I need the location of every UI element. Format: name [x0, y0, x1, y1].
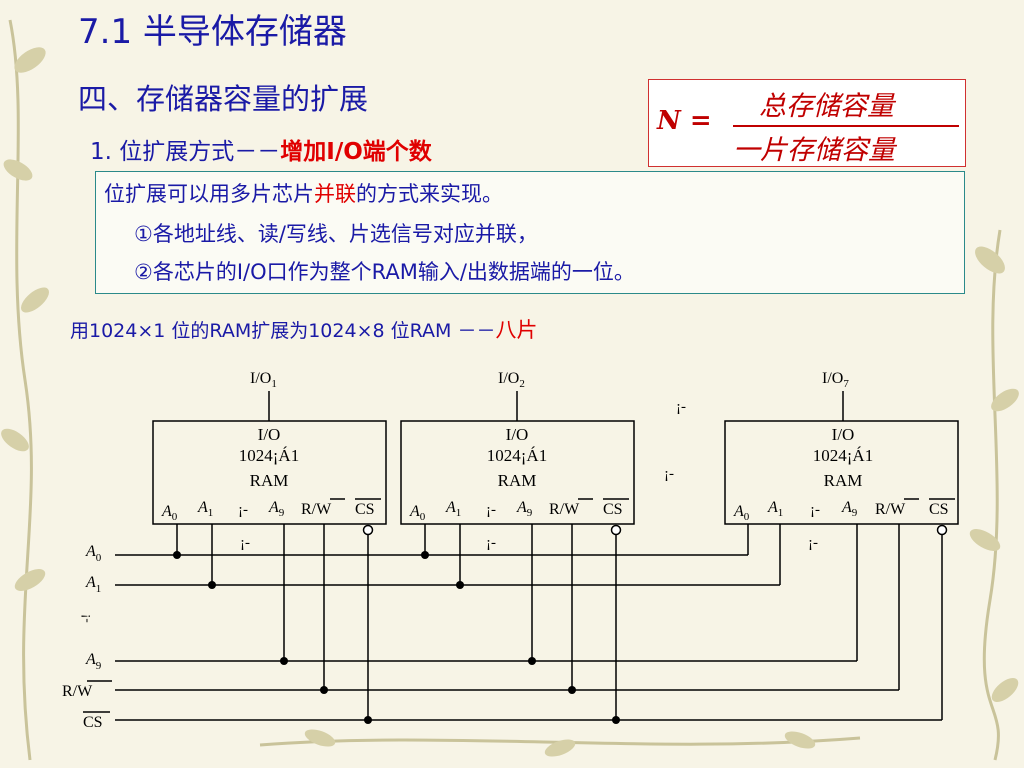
gap-dots-bus-2: ¡-: [486, 535, 496, 551]
chip-2-pin-rw: R/W: [549, 501, 580, 518]
chip-8-pin-a9: A9: [841, 499, 858, 519]
chip-1-pin-cs: CS: [355, 501, 375, 518]
example-text: 用1024×1 位的RAM扩展为1024×8 位RAM: [70, 320, 458, 342]
chip-2-pin-dots: ¡-: [486, 502, 496, 518]
chip-8-pin-a0: A0: [733, 503, 750, 523]
example-highlight: 八片: [495, 318, 538, 342]
formula-numerator: 总存储容量: [759, 91, 894, 122]
explanation-text: 位扩展可以用多片芯片: [104, 182, 314, 206]
gap-dots-chip: ¡-: [664, 466, 674, 482]
chip-8-pin-rw: R/W: [875, 501, 906, 518]
method-prefix: 1. 位扩展方式－－: [90, 139, 281, 165]
chip-1-pin-a9: A9: [268, 499, 285, 519]
chip-1-pin-a1: A1: [197, 499, 213, 519]
bus-label-rw: R/W: [62, 683, 93, 700]
gap-dots-bus-3: ¡-: [808, 535, 818, 551]
chip-2-pin-a1: A1: [445, 499, 461, 519]
chip-8-pin-cs: CS: [929, 501, 949, 518]
chip-8-size: 1024¡Á1: [813, 446, 873, 465]
chip-1-io: I/O: [258, 425, 281, 444]
chip-8-pin-dots: ¡-: [810, 502, 820, 518]
section-heading: 四、存储器容量的扩展: [78, 82, 369, 116]
chip-1-size: 1024¡Á1: [239, 446, 299, 465]
io-label-1: I/O1: [250, 370, 277, 390]
chip-1-pin-a0: A0: [161, 503, 178, 523]
ram-chip-8: [724, 420, 959, 525]
chip-1-pin-rw: R/W: [301, 501, 332, 518]
explanation-highlight: 并联: [314, 182, 356, 206]
chip-8-type: RAM: [824, 471, 863, 490]
explanation-text: 的方式来实现。: [356, 182, 503, 206]
formula-fraction-bar: [733, 125, 959, 127]
bus-label-dots: ¡-: [81, 614, 96, 623]
example-dash: －－: [457, 320, 496, 342]
io-label-2: I/O2: [498, 370, 525, 390]
explanation-line-1: 位扩展可以用多片芯片并联的方式来实现。: [104, 178, 503, 208]
io-label-7: I/O7: [822, 370, 849, 390]
chip-2-pin-a0: A0: [409, 503, 426, 523]
chip-2-io: I/O: [506, 425, 529, 444]
bus-label-cs: CS: [83, 714, 103, 731]
chip-2-pin-a9: A9: [516, 499, 533, 519]
explanation-box: 位扩展可以用多片芯片并联的方式来实现。 ①各地址线、读/写线、片选信号对应并联，…: [95, 171, 965, 294]
gap-dots-bus-1: ¡-: [240, 535, 250, 551]
chip-2-size: 1024¡Á1: [487, 446, 547, 465]
method-heading: 1. 位扩展方式－－增加I/O端个数: [90, 132, 432, 166]
chip-2-type: RAM: [498, 471, 537, 490]
chip-2-pin-cs: CS: [603, 501, 623, 518]
example-caption: 用1024×1 位的RAM扩展为1024×8 位RAM －－八片: [70, 314, 538, 344]
capacity-formula: N = 总存储容量 一片存储容量: [648, 79, 966, 167]
explanation-line-3: ②各芯片的I/O口作为整个RAM输入/出数据端的一位。: [134, 260, 635, 284]
chip-1-type: RAM: [250, 471, 289, 490]
formula-denominator: 一片存储容量: [733, 135, 895, 166]
chip-1-pin-dots: ¡-: [238, 502, 248, 518]
method-highlight: 增加I/O端个数: [280, 139, 432, 165]
bus-label-a0: A0: [85, 543, 102, 564]
explanation-line-2: ①各地址线、读/写线、片选信号对应并联，: [134, 222, 538, 246]
chip-8-pin-a1: A1: [767, 499, 783, 519]
formula-lhs: N =: [657, 106, 712, 136]
page-title: 7.1 半导体存储器: [78, 12, 347, 52]
bus-label-a9: A9: [85, 651, 102, 672]
gap-dots-io: ¡-: [676, 399, 686, 415]
bus-label-a1: A1: [85, 574, 101, 595]
chip-8-io: I/O: [832, 425, 855, 444]
